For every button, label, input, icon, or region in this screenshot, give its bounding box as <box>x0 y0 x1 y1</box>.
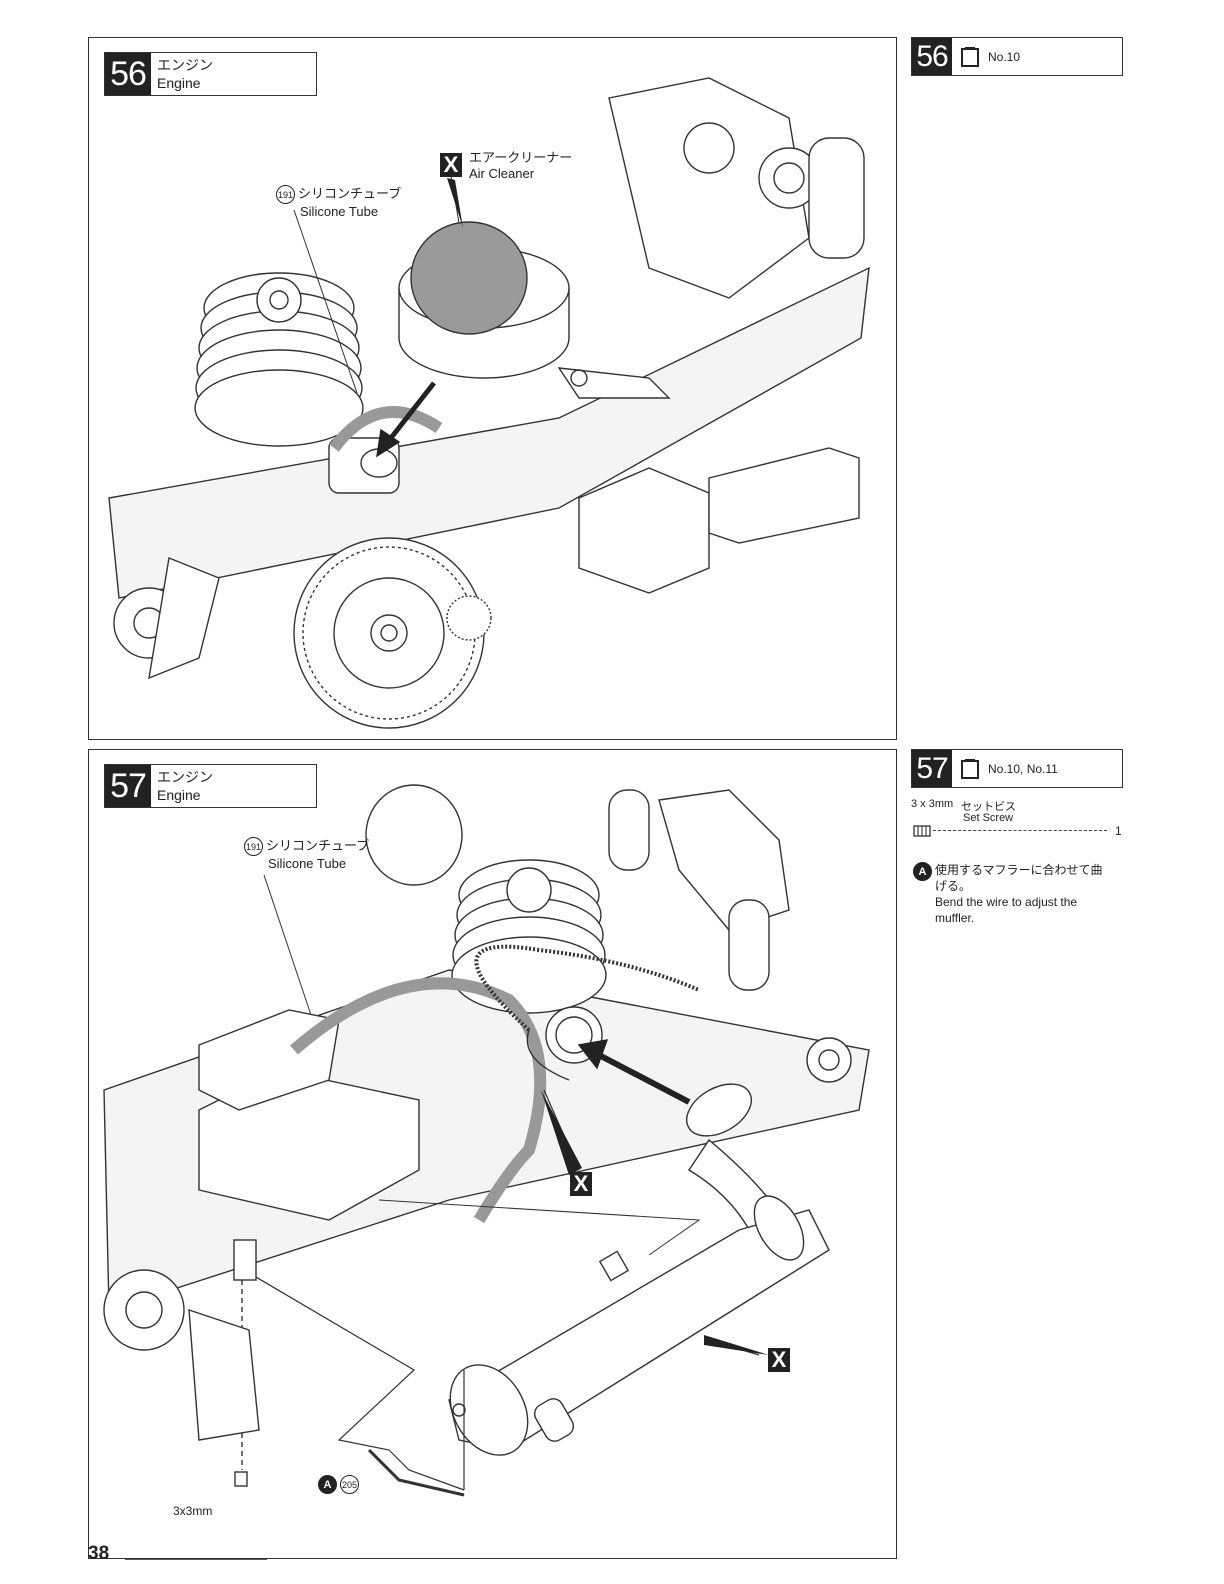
step-56-illustration <box>89 38 898 741</box>
step-57-title: エンジン Engine <box>151 765 219 807</box>
step-57-bag-number: No.10, No.11 <box>988 762 1058 776</box>
part-number-badge: 191 <box>276 185 295 204</box>
tube-label-en: Silicone Tube <box>268 856 346 871</box>
step-57-parts-list: 3 x 3mm セットビス Set Screw 1 <box>911 798 1123 834</box>
tube-label-ja: シリコンチューブ <box>266 838 369 853</box>
step-56-bag-header: 56 No.10 <box>911 37 1123 76</box>
part-number-badge: 191 <box>244 837 263 856</box>
note-a-badge: A <box>318 1475 337 1494</box>
footer-link-underline <box>125 1559 267 1560</box>
muffler-x-mark: X <box>768 1348 790 1372</box>
step-57-bag-step-number: 57 <box>912 750 952 787</box>
step-56-header: 56 エンジン Engine <box>104 52 317 96</box>
part-quantity: 1 <box>1115 824 1122 838</box>
part-row-set-screw: 3 x 3mm セットビス Set Screw 1 <box>911 798 1123 834</box>
step-57-header: 57 エンジン Engine <box>104 764 317 808</box>
note-text-en: Bend the wire to adjust the muffler. <box>935 894 1107 926</box>
step-56-bag-step-number: 56 <box>912 38 952 75</box>
tube-label-ja: シリコンチューブ <box>298 186 401 201</box>
part-dotted-leader <box>933 830 1107 831</box>
tube-x-mark: X <box>570 1172 592 1196</box>
air-cleaner-x-mark: X <box>440 153 462 177</box>
part-size: 3 x 3mm <box>911 798 953 810</box>
step-56-bag-number: No.10 <box>988 50 1020 64</box>
parts-bag-icon <box>960 46 980 68</box>
page-number: 38 <box>88 1543 109 1565</box>
note-text-ja: 使用するマフラーに合わせて曲げる。 <box>935 862 1107 894</box>
step-57-title-ja: エンジン <box>157 768 213 786</box>
tube-label-en: Silicone Tube <box>300 204 378 219</box>
step-56-title: エンジン Engine <box>151 53 219 95</box>
note-a-badge: A <box>913 862 932 881</box>
parts-bag-icon <box>960 758 980 780</box>
step-57-illustration <box>89 750 898 1560</box>
set-screw-icon <box>913 824 931 838</box>
step-57-note: A 使用するマフラーに合わせて曲げる。 Bend the wire to adj… <box>913 862 1113 926</box>
step-57-title-en: Engine <box>157 786 213 804</box>
step-56-title-ja: エンジン <box>157 56 213 74</box>
step-57-bag-header: 57 No.10, No.11 <box>911 749 1123 788</box>
screw-size-label: 3x3mm <box>173 1503 212 1519</box>
step-56-title-en: Engine <box>157 74 213 92</box>
air-cleaner-callout: エアークリーナー Air Cleaner <box>469 150 572 182</box>
air-cleaner-label-ja: エアークリーナー <box>469 150 572 165</box>
air-cleaner-label-en: Air Cleaner <box>469 166 534 181</box>
step-57-number: 57 <box>105 765 151 807</box>
part-name-en: Set Screw <box>963 812 1013 824</box>
step-56-number: 56 <box>105 53 151 95</box>
part-number-badge: 205 <box>340 1475 359 1494</box>
